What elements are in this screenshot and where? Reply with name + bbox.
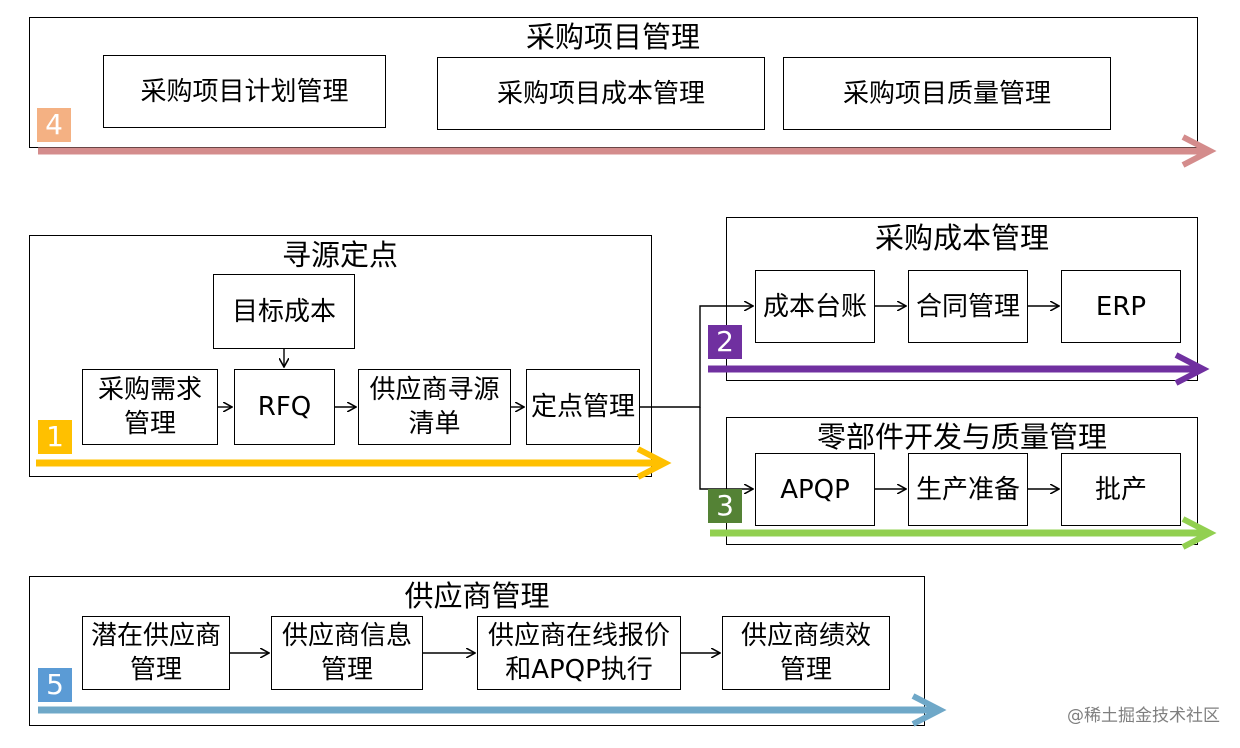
project-quality-box[interactable]: 采购项目质量管理: [783, 57, 1111, 130]
badge-4: 4: [37, 108, 71, 142]
supplier-management-title: 供应商管理: [404, 579, 550, 613]
rfq-box[interactable]: RFQ: [234, 369, 335, 445]
supplier-management-frame: [29, 576, 925, 726]
potential-supplier-box[interactable]: 潜在供应商 管理: [82, 616, 230, 690]
project-plan-box[interactable]: 采购项目计划管理: [103, 55, 386, 128]
erp-box[interactable]: ERP: [1061, 270, 1181, 343]
contract-management-box[interactable]: 合同管理: [908, 270, 1028, 343]
project-cost-box[interactable]: 采购项目成本管理: [437, 57, 765, 130]
badge-5: 5: [38, 668, 72, 702]
nomination-box[interactable]: 定点管理: [526, 369, 640, 445]
cost-management-title: 采购成本管理: [874, 221, 1049, 255]
purchase-demand-box[interactable]: 采购需求 管理: [82, 369, 218, 445]
cost-ledger-box[interactable]: 成本台账: [755, 270, 875, 343]
production-prep-box[interactable]: 生产准备: [908, 453, 1028, 526]
badge-1: 1: [38, 420, 72, 454]
target-cost-box[interactable]: 目标成本: [213, 274, 355, 349]
apqp-box[interactable]: APQP: [755, 453, 875, 526]
supplier-sourcing-list-box[interactable]: 供应商寻源 清单: [358, 369, 511, 445]
badge-3: 3: [708, 489, 742, 523]
sourcing-title: 寻源定点: [281, 238, 398, 272]
supplier-performance-box[interactable]: 供应商绩效 管理: [722, 616, 890, 690]
project-management-title: 采购项目管理: [525, 20, 700, 54]
online-quote-apqp-box[interactable]: 供应商在线报价 和APQP执行: [477, 616, 681, 690]
watermark: @稀土掘金技术社区: [1067, 706, 1220, 726]
badge-2: 2: [708, 325, 742, 359]
parts-development-title: 零部件开发与质量管理: [816, 420, 1107, 454]
supplier-info-box[interactable]: 供应商信息 管理: [271, 616, 423, 690]
mass-production-box[interactable]: 批产: [1061, 453, 1181, 526]
cost-management-frame: [726, 217, 1198, 381]
